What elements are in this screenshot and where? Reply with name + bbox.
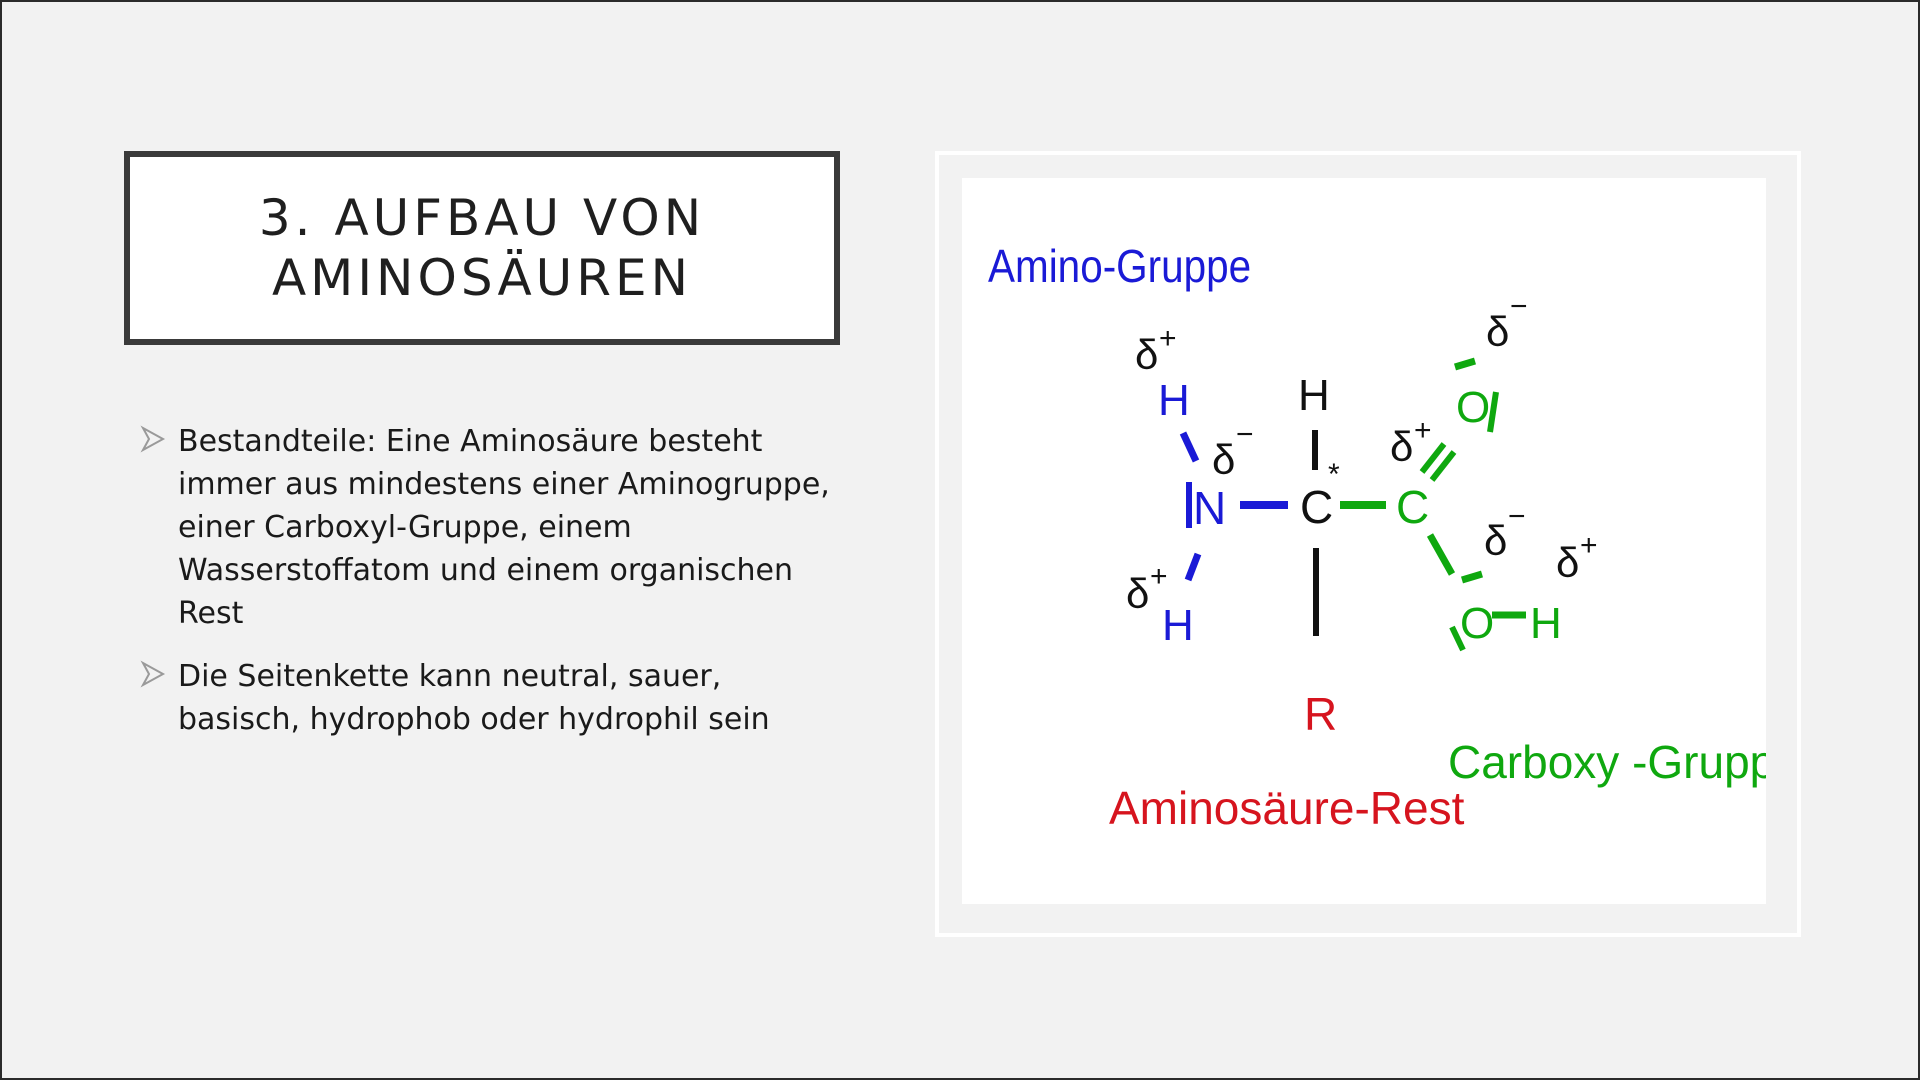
- hydrogen-atom: H: [1162, 601, 1194, 650]
- bullet-text: Die Seitenkette kann neutral, sauer, bas…: [178, 659, 770, 737]
- slide-title: 3. AUFBAU VON AMINOSÄUREN: [259, 188, 705, 308]
- title-line-1: 3. AUFBAU VON: [258, 189, 706, 247]
- bullet-list: Bestandteile: Eine Aminosäure besteht im…: [140, 420, 830, 761]
- oxygen-atom: O: [1456, 383, 1490, 432]
- chiral-center-mark: *: [1328, 458, 1340, 491]
- plus-sign: +: [1580, 529, 1598, 562]
- arrow-bullet-icon: [140, 660, 166, 688]
- lone-pair-mark: [1453, 357, 1477, 371]
- oxygen-atom: O: [1460, 599, 1494, 648]
- figure-frame: [935, 151, 1801, 937]
- title-line-2: AMINOSÄUREN: [271, 249, 693, 307]
- carboxyl-carbon-atom: C: [1396, 481, 1429, 533]
- delta-symbol: δ: [1486, 308, 1509, 355]
- c-o-double-bond: [1429, 450, 1457, 482]
- lone-pair-mark: [1487, 391, 1499, 433]
- lone-pair-mark: [1460, 570, 1484, 584]
- amino-group-label: Amino-Gruppe: [988, 242, 1251, 293]
- arrow-bullet-icon: [140, 425, 166, 453]
- carboxy-group-label: Carboxy -Gruppe: [1448, 736, 1766, 788]
- lone-pair-mark: [1449, 625, 1466, 652]
- bullet-text: Bestandteile: Eine Aminosäure besteht im…: [178, 424, 830, 631]
- plus-sign: +: [1150, 560, 1168, 593]
- residue-r-atom: R: [1304, 688, 1337, 740]
- delta-symbol: δ: [1212, 436, 1235, 483]
- n-h-bond: [1179, 431, 1200, 463]
- nitrogen-atom: N: [1193, 482, 1226, 534]
- minus-sign: −: [1508, 500, 1526, 533]
- delta-symbol: δ: [1390, 423, 1413, 470]
- structure-diagram: Amino-Gruppe Carboxy -Gruppe Aminosäure-…: [988, 242, 1766, 834]
- n-h-bond: [1184, 552, 1202, 582]
- title-box: 3. AUFBAU VON AMINOSÄUREN: [124, 151, 840, 345]
- plus-sign: +: [1414, 414, 1432, 447]
- bullet-item: Die Seitenkette kann neutral, sauer, bas…: [140, 655, 830, 741]
- minus-sign: −: [1510, 290, 1528, 323]
- delta-symbol: δ: [1556, 539, 1579, 586]
- amino-acid-structure-figure: Amino-Gruppe Carboxy -Gruppe Aminosäure-…: [962, 178, 1766, 904]
- hydrogen-atom: H: [1298, 371, 1330, 420]
- c-o-double-bond: [1419, 442, 1447, 474]
- delta-symbol: δ: [1135, 331, 1158, 378]
- hydrogen-atom: H: [1530, 599, 1562, 648]
- bullet-item: Bestandteile: Eine Aminosäure besteht im…: [140, 420, 830, 635]
- minus-sign: −: [1236, 418, 1254, 451]
- hydrogen-atom: H: [1158, 376, 1190, 425]
- alpha-carbon-atom: C: [1300, 481, 1333, 533]
- plus-sign: +: [1159, 322, 1177, 355]
- delta-symbol: δ: [1484, 517, 1507, 564]
- residue-label: Aminosäure-Rest: [1109, 782, 1465, 834]
- delta-symbol: δ: [1126, 570, 1149, 617]
- c-o-single-bond: [1426, 533, 1456, 576]
